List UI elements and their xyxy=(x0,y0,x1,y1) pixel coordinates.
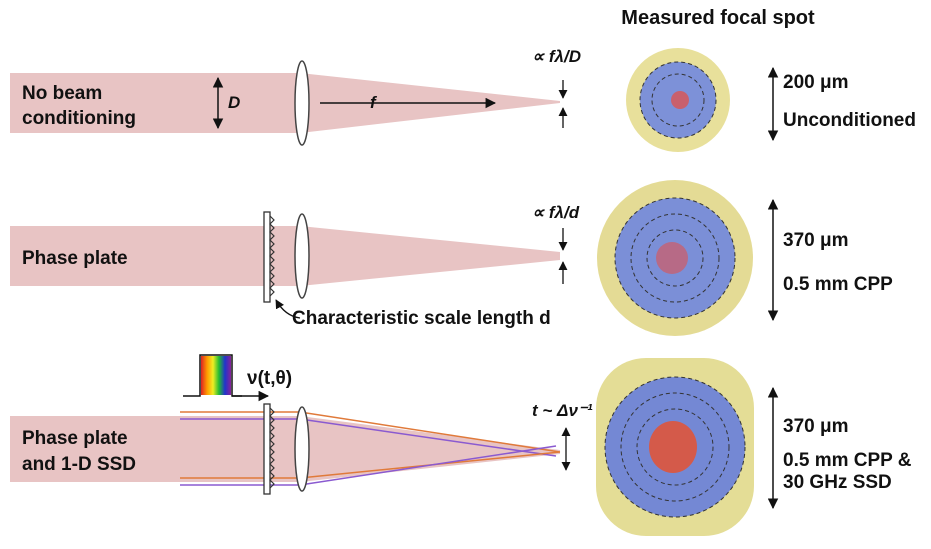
row-1-label-line-1: No beam xyxy=(22,83,102,104)
focal-spot-image-row-1 xyxy=(626,48,730,152)
row-phase-plate-ssd: Phase plate and 1-D SSD ν(t,θ) t ~ Δν⁻¹ xyxy=(10,354,912,536)
row-3-label-line-2: and 1-D SSD xyxy=(22,454,136,475)
aperture-symbol: D xyxy=(228,93,240,112)
spot-formula-row-2: ∝ fλ/d xyxy=(532,203,580,222)
lens-row-1 xyxy=(294,60,310,146)
row-1-label-line-2: conditioning xyxy=(22,108,136,129)
beam-row-2 xyxy=(10,226,560,286)
spot-formula-row-1: ∝ fλ/D xyxy=(532,47,581,66)
row-phase-plate: Phase plate ∝ fλ/d Characteristic scale … xyxy=(10,180,893,336)
size-row-3: 370 μm xyxy=(783,416,849,437)
size-row-2: 370 μm xyxy=(783,230,849,251)
focal-symbol: f xyxy=(370,93,378,112)
pulse-icon xyxy=(183,354,270,402)
note-row-1: Unconditioned xyxy=(783,110,916,131)
pulse-label: ν(t,θ) xyxy=(247,368,292,389)
row-3-label-line-1: Phase plate xyxy=(22,428,128,449)
note-row-2: 0.5 mm CPP xyxy=(783,274,893,295)
size-row-1: 200 μm xyxy=(783,72,849,93)
callout-pointer xyxy=(275,299,301,319)
lens-row-2 xyxy=(294,213,310,299)
lens-row-3 xyxy=(294,406,310,492)
spot-formula-row-3: t ~ Δν⁻¹ xyxy=(532,401,593,420)
measured-focal-spot-title: Measured focal spot xyxy=(621,7,815,29)
focal-spot-image-row-3 xyxy=(596,358,754,536)
note-row-3-line-1: 0.5 mm CPP & xyxy=(783,450,912,471)
row-no-beam-conditioning: No beam conditioning D f ∝ fλ/D 200 μm U… xyxy=(10,47,916,152)
beam-row-1 xyxy=(10,73,560,133)
focal-spot-image-row-2 xyxy=(597,180,753,336)
phase-plate-row-3 xyxy=(263,403,275,495)
phase-plate-row-2 xyxy=(263,211,275,303)
row-2-label: Phase plate xyxy=(22,248,128,269)
scale-length-callout: Characteristic scale length d xyxy=(292,308,551,329)
note-row-3-line-2: 30 GHz SSD xyxy=(783,472,892,493)
